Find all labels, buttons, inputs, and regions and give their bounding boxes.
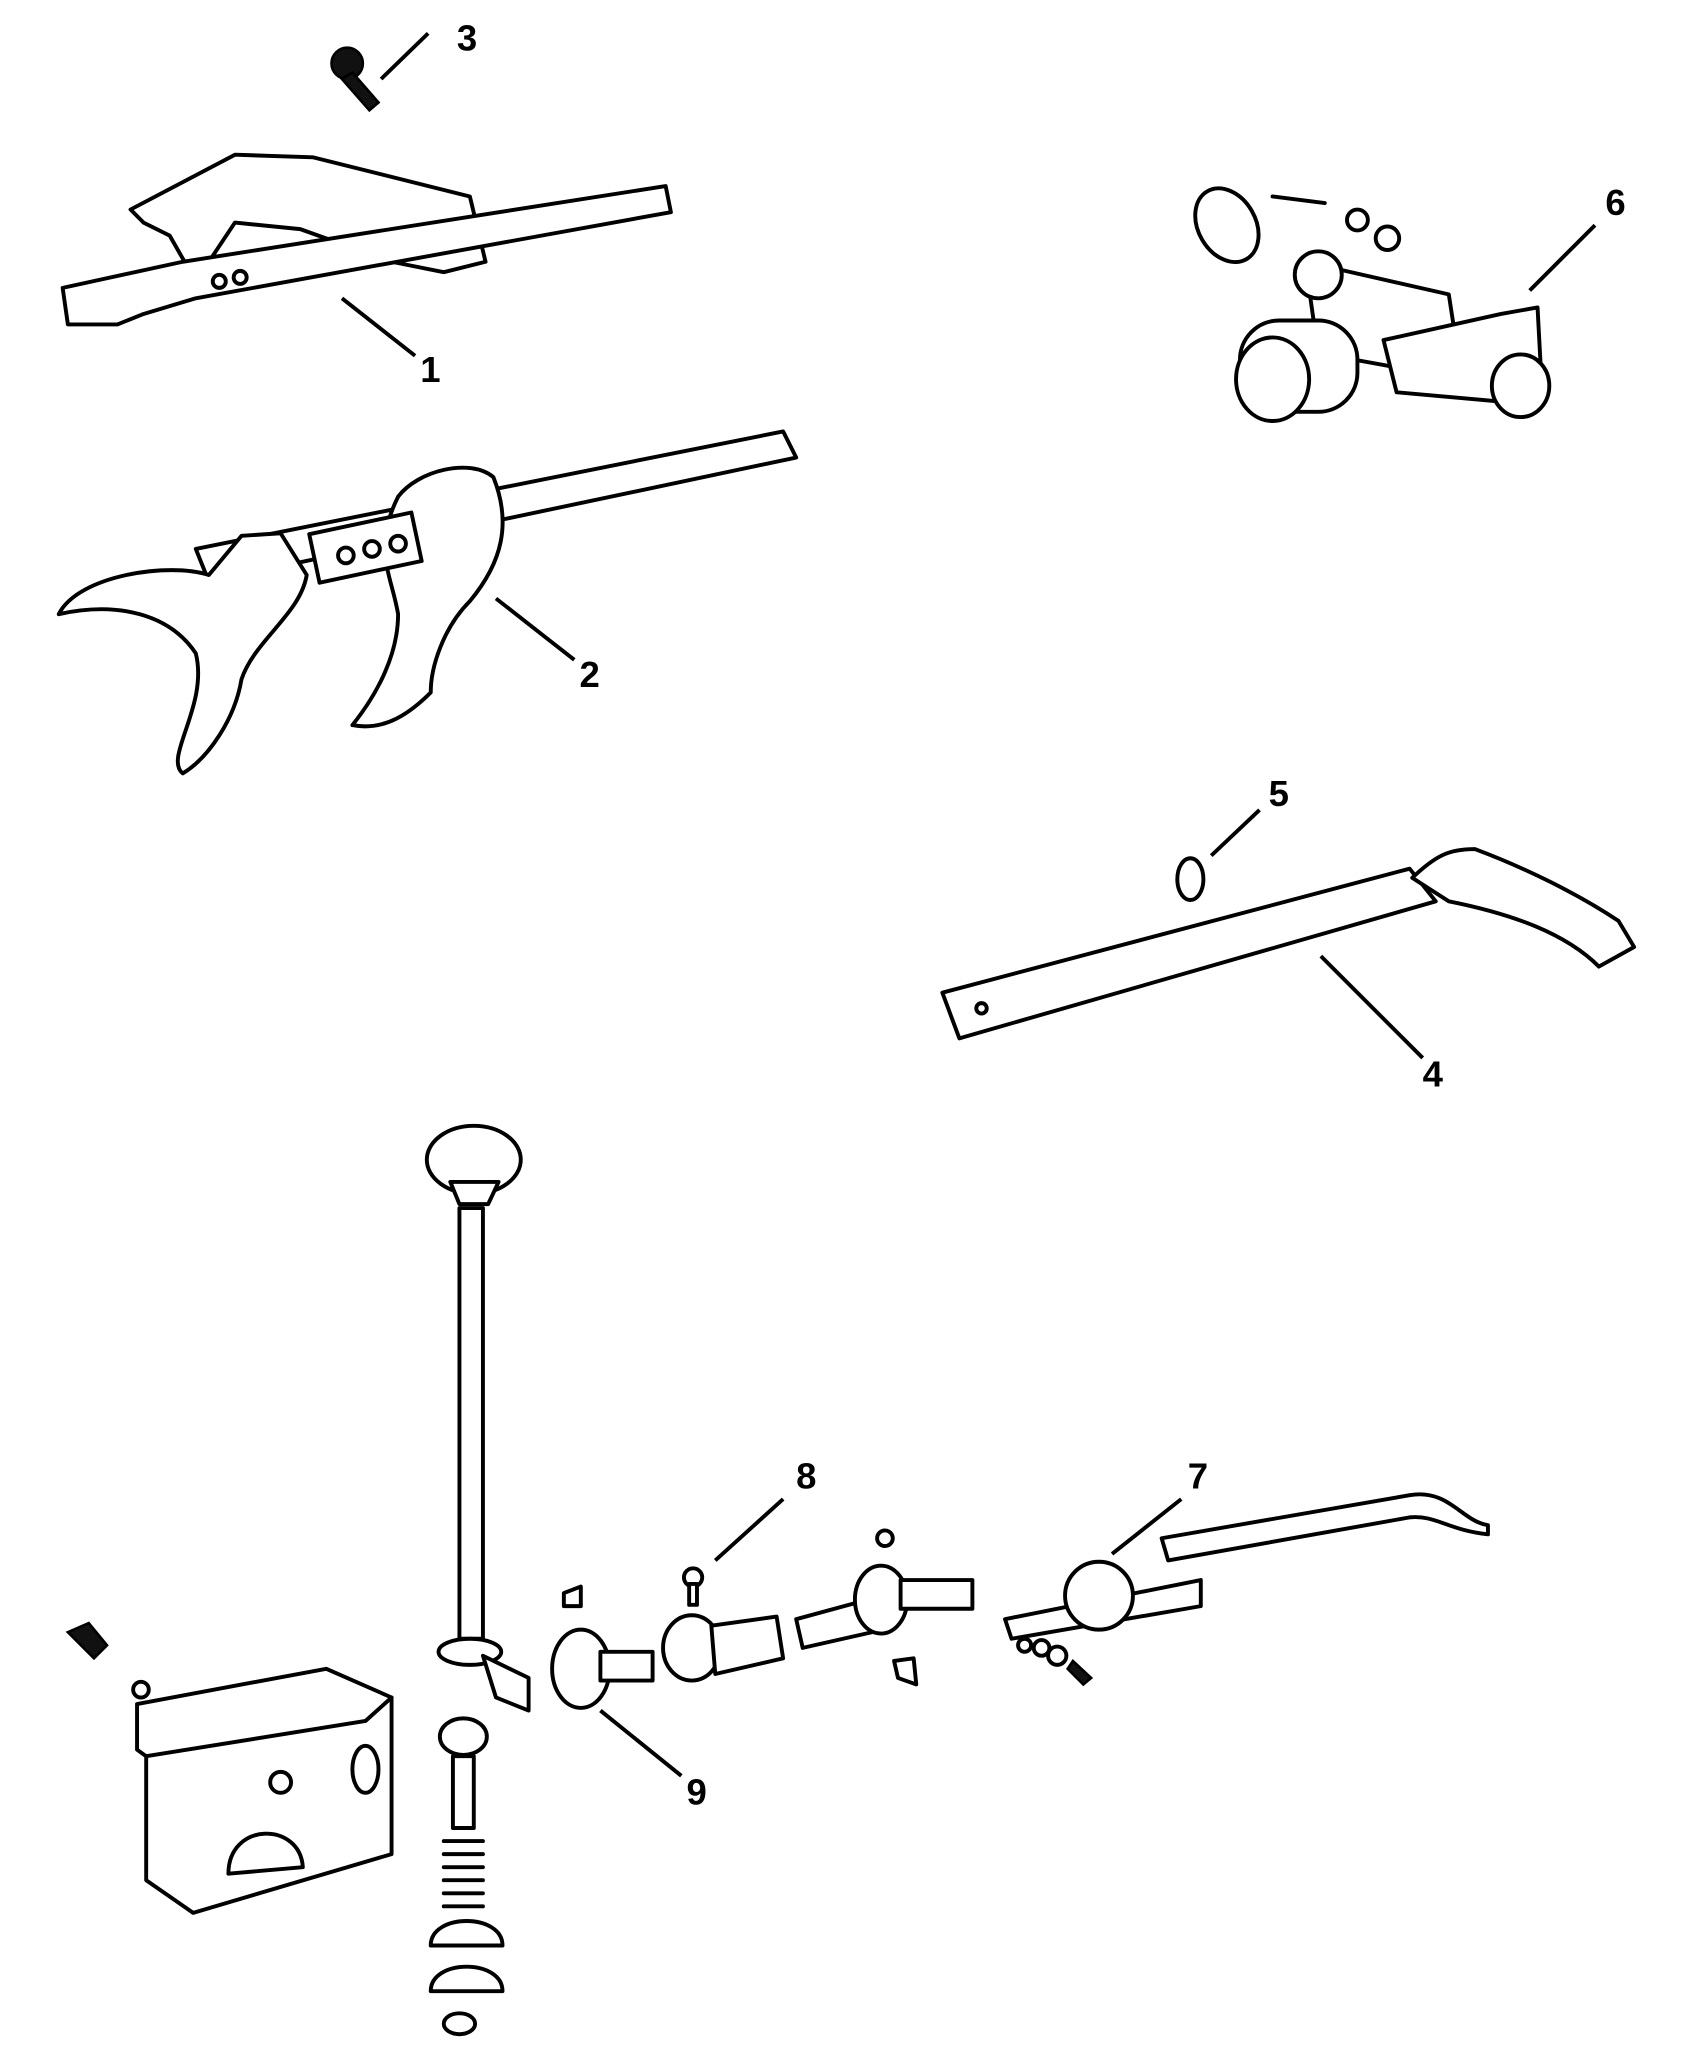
callout-1: 1 — [420, 349, 440, 390]
callout-5: 5 — [1269, 773, 1289, 814]
callout-4: 4 — [1423, 1054, 1444, 1095]
part-7-lever-ball — [1003, 1492, 1490, 1687]
housing-bracket — [65, 1621, 394, 1915]
part-2-shift-rail-forks — [56, 429, 799, 776]
callout-2: 2 — [580, 654, 600, 695]
gear-shift-lever-assembly — [424, 1123, 531, 2037]
callout-6: 6 — [1605, 182, 1625, 223]
callouts: 3 1 2 6 5 4 8 7 9 — [340, 17, 1626, 1813]
part-4-lever-rod — [940, 847, 1637, 1041]
callout-7: 7 — [1188, 1456, 1208, 1497]
part-3-bolt — [330, 46, 381, 113]
part-8-screw — [661, 1528, 975, 1687]
callout-3: 3 — [457, 17, 477, 58]
callout-8: 8 — [796, 1456, 816, 1497]
part-6-selector-assembly — [1193, 186, 1552, 423]
part-9-bushing — [550, 1584, 655, 1710]
callout-9: 9 — [687, 1772, 707, 1813]
part-5-washer — [1175, 856, 1206, 902]
part-1-shift-rail-fork — [60, 152, 673, 327]
